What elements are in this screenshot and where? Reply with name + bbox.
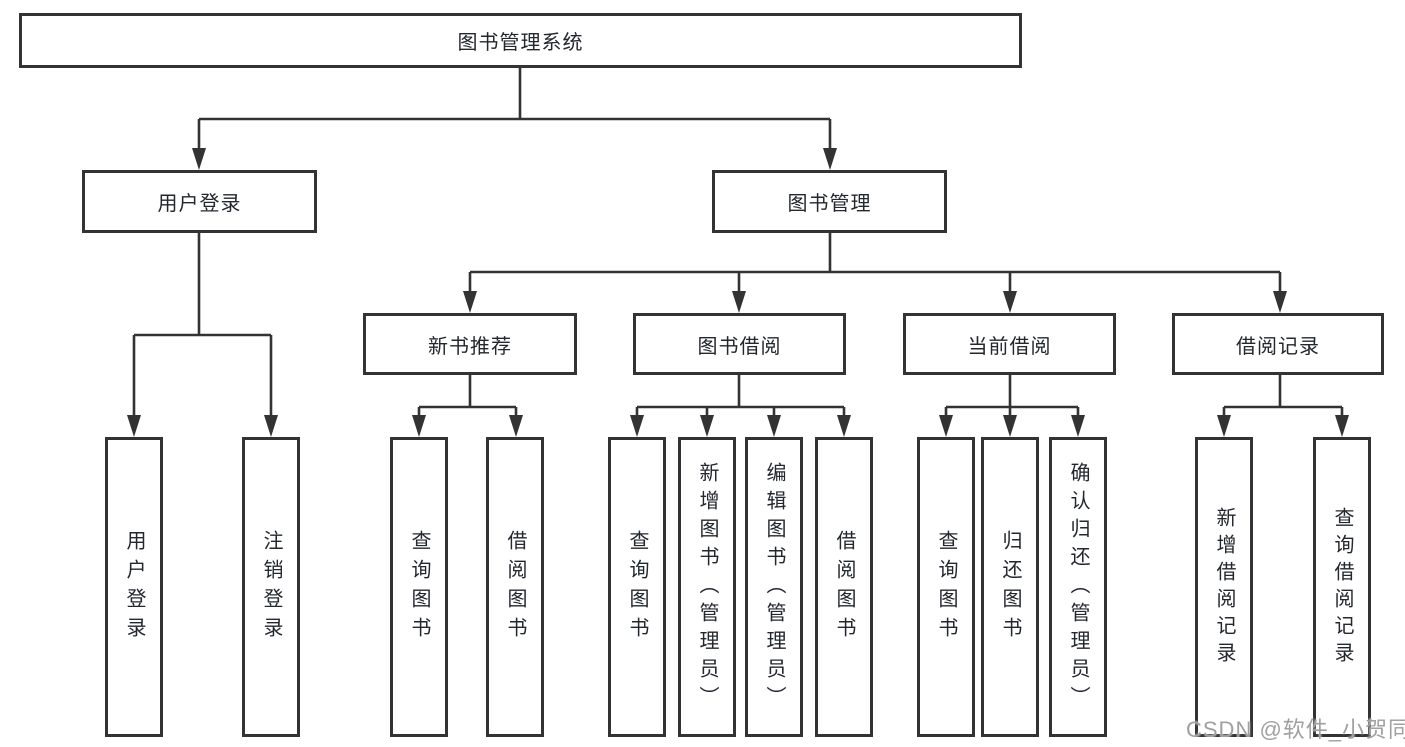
node-current-borrowing: 当前借阅 (903, 313, 1116, 375)
node-library-management-system: 图书管理系统 (19, 13, 1022, 68)
leaf-user-login: 用户登录 (105, 437, 163, 737)
leaf-query-borrow-record: 查询借阅记录 (1313, 437, 1371, 737)
node-user-login: 用户登录 (82, 170, 317, 233)
leaf-borrow-books-recommend: 借阅图书 (486, 437, 544, 737)
leaf-query-books-recommend: 查询图书 (390, 437, 448, 737)
csdn-watermark: CSDN @软件_小贺同学 (1186, 717, 1405, 742)
leaf-confirm-return-admin: 确认归还（管理员） (1049, 437, 1107, 737)
leaf-query-books-current: 查询图书 (917, 437, 975, 737)
node-borrowing-records: 借阅记录 (1172, 313, 1384, 375)
node-book-management: 图书管理 (712, 170, 947, 233)
leaf-add-book-admin: 新增图书（管理员） (678, 437, 736, 737)
arrowheads (127, 148, 1349, 437)
node-new-book-recommendation: 新书推荐 (363, 313, 577, 375)
leaf-add-borrow-record: 新增借阅记录 (1195, 437, 1253, 737)
tree-edges (132, 68, 1344, 421)
leaf-query-books-borrow: 查询图书 (608, 437, 666, 737)
leaf-edit-book-admin: 编辑图书（管理员） (745, 437, 803, 737)
leaf-borrow-book: 借阅图书 (815, 437, 873, 737)
leaf-return-book: 归还图书 (981, 437, 1039, 737)
node-book-borrowing: 图书借阅 (633, 313, 846, 375)
leaf-logout: 注销登录 (242, 437, 300, 737)
